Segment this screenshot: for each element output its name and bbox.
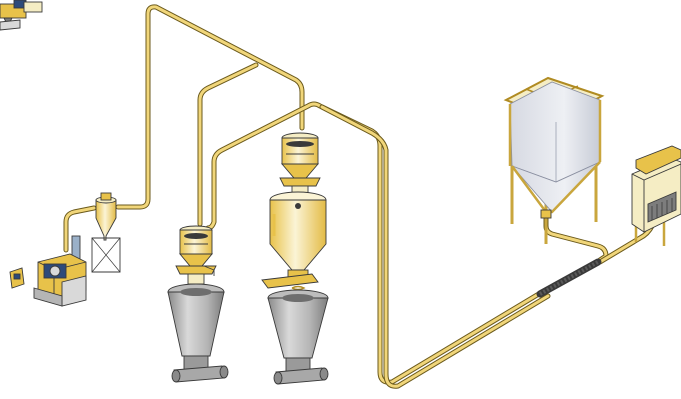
flex-hose-icon <box>540 262 598 294</box>
vacuum-receiver-icon <box>176 226 216 284</box>
granulator-icon <box>34 236 86 306</box>
tube-silo-outlet <box>546 216 606 260</box>
vacuum-receiver-icon <box>280 133 320 196</box>
vacuum-receiver-right <box>280 133 320 196</box>
dryer-hopper <box>262 192 326 298</box>
tube-return-line <box>208 104 542 382</box>
hopper-right <box>268 290 328 384</box>
hopper-left <box>168 284 228 382</box>
dust-collector <box>632 146 681 246</box>
bulk-bag-silo-icon <box>506 78 602 244</box>
flex-conveyor <box>540 262 598 294</box>
tube-main-trunk <box>118 7 302 207</box>
control-panel-icon <box>10 268 24 288</box>
dryer-hopper-icon <box>262 192 326 298</box>
dust-collector-icon <box>632 146 681 246</box>
vacuum-receiver-left <box>176 226 216 284</box>
cyclone-icon <box>92 193 120 272</box>
silo <box>506 78 602 244</box>
gear-machine-icon <box>0 0 42 30</box>
steel-hopper-icon <box>268 290 328 384</box>
steel-hopper-icon <box>168 284 228 382</box>
